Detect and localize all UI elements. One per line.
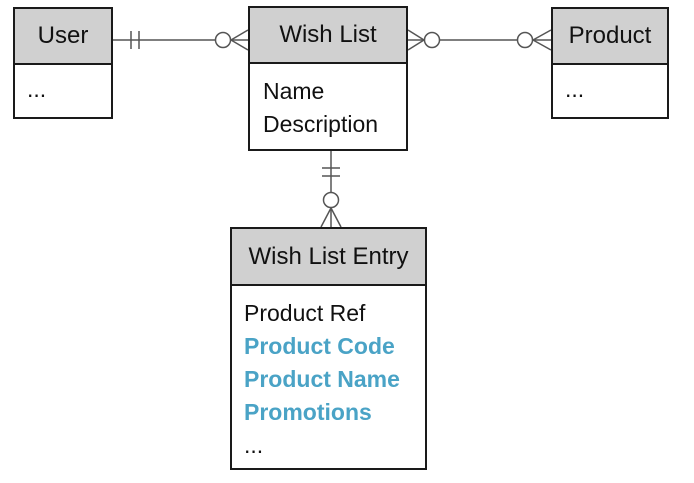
relationship-user-wishlist: [113, 29, 249, 51]
entity-attributes: ...: [553, 65, 667, 114]
zero-circle: [423, 31, 441, 49]
crowfoot-prong-left: [320, 207, 332, 228]
attribute-promotions: Promotions: [244, 399, 372, 425]
entity-attributes: Name Description: [250, 64, 406, 149]
attribute-product-code: Product Code: [244, 333, 395, 359]
attribute-item: ...: [244, 432, 264, 458]
attribute-item: ...: [565, 76, 585, 102]
entity-wish-list: Wish List Name Description: [248, 6, 408, 151]
crowfoot-prong-bottom: [532, 39, 552, 51]
attribute-description: Description: [263, 111, 379, 137]
zero-circle: [516, 31, 534, 49]
entity-user: User ...: [13, 7, 113, 119]
crowfoot-prong-bottom: [230, 39, 249, 51]
zero-circle: [322, 191, 340, 209]
entity-attributes: ...: [15, 65, 111, 114]
attribute-item: ...: [27, 76, 47, 102]
attribute-name: Name: [263, 78, 325, 104]
entity-title: Product: [553, 9, 667, 65]
entity-wish-list-entry: Wish List Entry Product Ref Product Code…: [230, 227, 427, 470]
relationship-wishlist-entry: [320, 151, 342, 228]
attribute-product-name: Product Name: [244, 366, 400, 392]
entity-attributes: Product Ref Product Code Product Name Pr…: [232, 286, 425, 470]
zero-circle: [214, 31, 232, 49]
attribute-product-ref: Product Ref: [244, 300, 366, 326]
crowfoot-prong-top: [407, 29, 425, 41]
crowfoot-prong-right: [330, 207, 342, 228]
entity-product: Product ...: [551, 7, 669, 119]
entity-title: Wish List: [250, 8, 406, 64]
entity-title: Wish List Entry: [232, 229, 425, 286]
relationship-wishlist-product: [407, 29, 552, 51]
crowfoot-prong-top: [230, 29, 249, 41]
entity-title: User: [15, 9, 111, 65]
crowfoot-prong-top: [532, 29, 552, 41]
crowfoot-prong-bottom: [407, 39, 425, 51]
